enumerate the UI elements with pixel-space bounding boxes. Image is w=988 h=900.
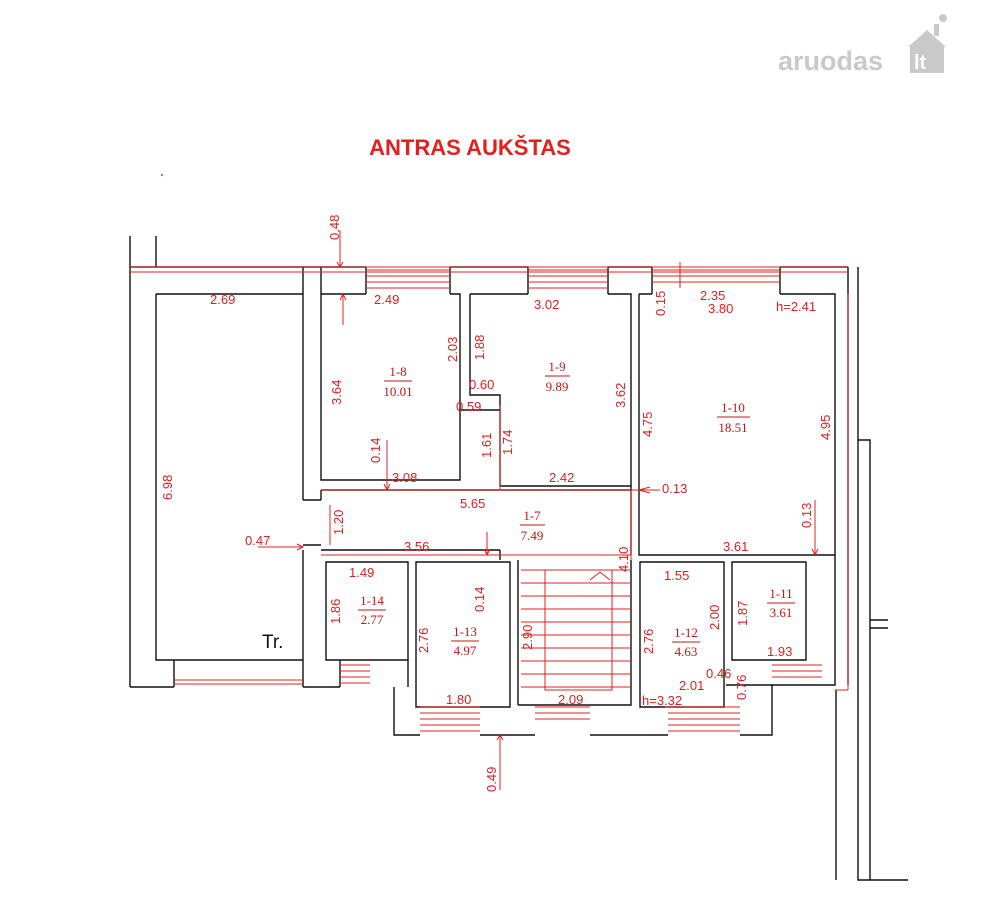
- dim-label: 1.49: [349, 565, 374, 580]
- staircase: [521, 569, 631, 691]
- watermark-text: aruodas: [778, 46, 883, 76]
- svg-text:3.61: 3.61: [770, 605, 793, 620]
- dim-label: 0.15: [653, 291, 668, 316]
- dim-label: 2.69: [210, 292, 235, 307]
- stair-label: Tr.: [262, 632, 283, 653]
- room-1-14: 1-14 2.77: [358, 593, 386, 627]
- room-1-7: 1-7 7.49: [520, 508, 545, 543]
- dim-label: h=2.41: [776, 299, 816, 314]
- room-1-13: 1-13 4.97: [451, 624, 479, 658]
- svg-text:1-11: 1-11: [769, 586, 792, 601]
- dim-label: 0.14: [368, 438, 383, 463]
- dim-label: 4.95: [818, 415, 833, 440]
- dim-label: 3.62: [613, 383, 628, 408]
- svg-text:1-14: 1-14: [360, 593, 384, 608]
- dim-label: 2.09: [558, 692, 583, 707]
- dim-label: 0.49: [484, 767, 499, 792]
- dim-label: 2.49: [374, 292, 399, 307]
- dim-label: 1.80: [446, 692, 471, 707]
- dim-label: 5.65: [460, 496, 485, 511]
- dim-label: 0.48: [327, 215, 342, 240]
- dim-label: 3.56: [404, 539, 429, 554]
- dim-label: 3.64: [329, 380, 344, 405]
- dim-label: 0.13: [799, 503, 814, 528]
- dim-label: 1.86: [328, 599, 343, 624]
- dim-label: 4.10: [616, 547, 631, 572]
- dim-label: 2.00: [707, 605, 722, 630]
- dim-label: 0.76: [734, 675, 749, 700]
- dim-label: 2.01: [679, 678, 704, 693]
- dim-label: 2.90: [520, 625, 535, 650]
- dim-label: 0.46: [706, 666, 731, 681]
- dim-label: 2.42: [549, 470, 574, 485]
- dim-label: 6.98: [160, 475, 175, 500]
- dim-label: 3.80: [708, 301, 733, 316]
- dim-label: 2.03: [445, 337, 460, 362]
- svg-text:1-9: 1-9: [548, 359, 565, 374]
- dimension-labels: 0.48 2.69 2.49 3.02 0.15 2.35 3.80 h=2.4…: [160, 215, 833, 792]
- walls: [129, 236, 908, 881]
- room-labels: 1-8 10.01 1-9 9.89 1-10 18.51 1-7 7.49 1…: [358, 359, 795, 659]
- room-1-10: 1-10 18.51: [717, 400, 750, 435]
- room-1-8: 1-8 10.01: [383, 364, 412, 399]
- svg-text:7.49: 7.49: [521, 528, 544, 543]
- svg-text:4.63: 4.63: [675, 644, 698, 659]
- svg-text:2.77: 2.77: [361, 612, 384, 627]
- dim-label: 3.02: [534, 297, 559, 312]
- dim-label: 2.76: [416, 628, 431, 653]
- dim-label: 4.75: [640, 412, 655, 437]
- svg-text:1-7: 1-7: [523, 508, 541, 523]
- plan-title: ANTRAS AUKŠTAS: [369, 135, 571, 160]
- svg-text:18.51: 18.51: [718, 420, 747, 435]
- dim-label: 0.47: [245, 533, 270, 548]
- dim-label: 1.87: [735, 601, 750, 626]
- watermark-suffix: lt: [914, 52, 927, 74]
- dim-label: 2.76: [641, 629, 656, 654]
- dim-label: 0.13: [662, 481, 687, 496]
- svg-text:10.01: 10.01: [383, 384, 412, 399]
- dim-label: 1.55: [664, 568, 689, 583]
- dim-label: 1.20: [331, 510, 346, 535]
- dimension-lines: [130, 230, 849, 790]
- dim-label: 3.61: [723, 539, 748, 554]
- dim-label: 0.60: [469, 377, 494, 392]
- dim-label: 1.93: [767, 644, 792, 659]
- dim-label: h=3.32: [642, 693, 682, 708]
- dim-label: 1.88: [472, 335, 487, 360]
- room-1-9: 1-9 9.89: [545, 359, 570, 394]
- dim-label: 1.61: [479, 433, 494, 458]
- dim-label: 0.14: [472, 587, 487, 612]
- svg-text:1-13: 1-13: [453, 624, 477, 639]
- svg-text:1-12: 1-12: [674, 625, 698, 640]
- svg-text:1-10: 1-10: [721, 400, 745, 415]
- dim-label: 1.74: [500, 430, 515, 455]
- dim-label: 0.59: [456, 399, 481, 414]
- dim-label: 2.35: [700, 288, 725, 303]
- watermark-logo: aruodas lt: [778, 14, 947, 76]
- room-1-11: 1-11 3.61: [767, 586, 795, 620]
- room-1-12: 1-12 4.63: [672, 625, 700, 659]
- svg-text:4.97: 4.97: [454, 643, 477, 658]
- svg-text:9.89: 9.89: [546, 379, 569, 394]
- svg-text:1-8: 1-8: [389, 364, 406, 379]
- dim-label: 3.08: [392, 470, 417, 485]
